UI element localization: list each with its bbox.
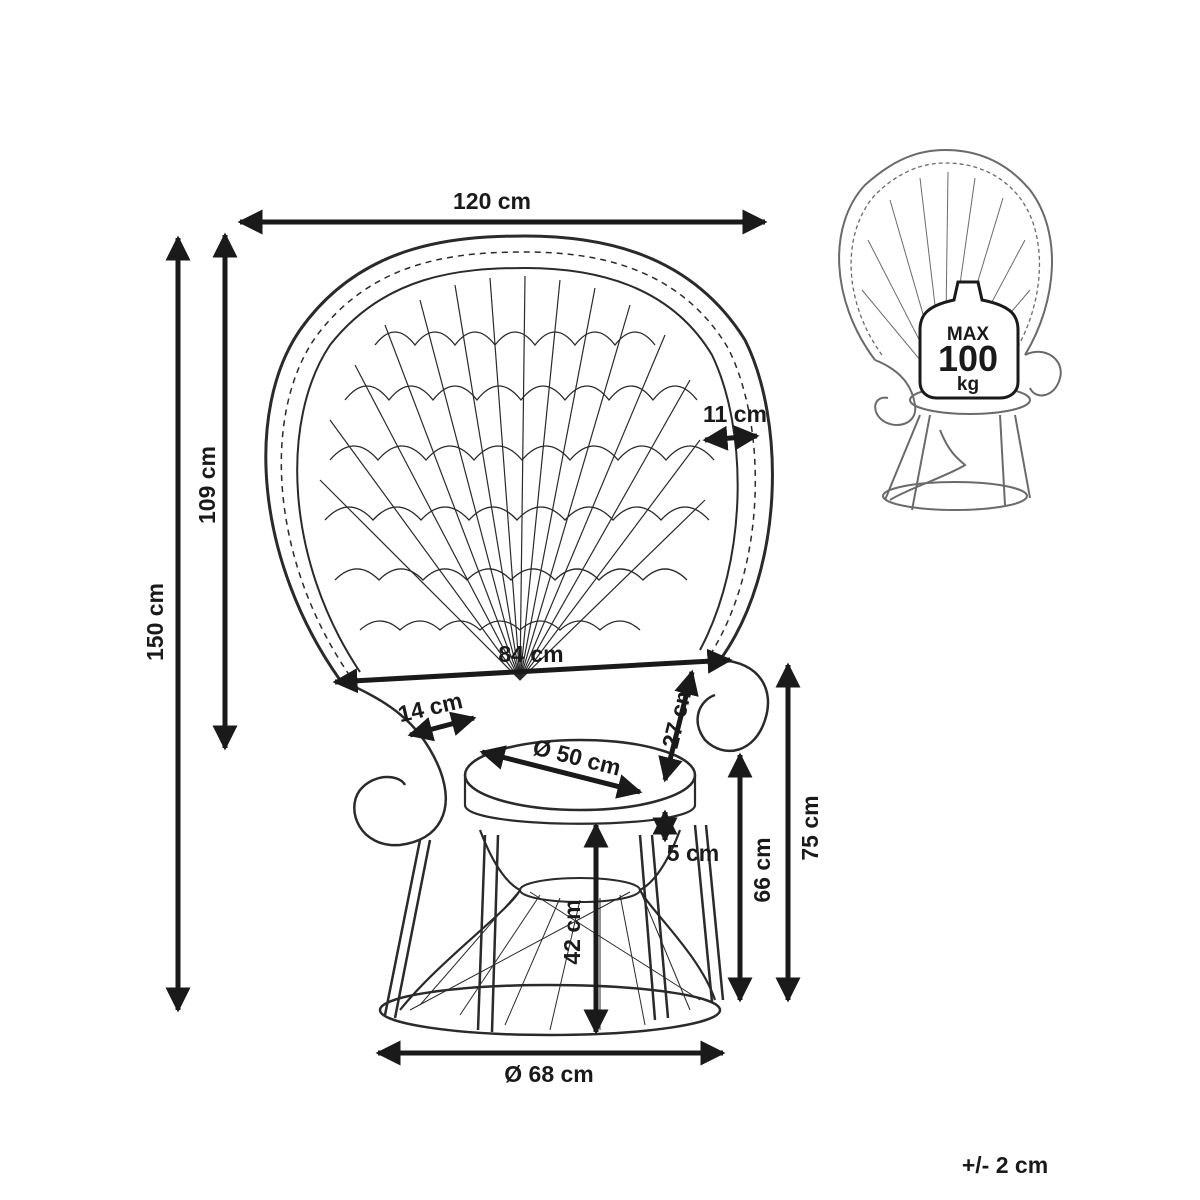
chair-back-outer-rim xyxy=(264,234,774,681)
seat-width-arrow xyxy=(332,648,733,694)
chair-back-scallops xyxy=(324,331,715,631)
chair-back-inner-rim xyxy=(296,266,739,673)
rim-thickness-arrow xyxy=(702,425,760,451)
cushion-thickness-label: 5 cm xyxy=(667,840,719,866)
max-load-badge: MAX 100 kg xyxy=(918,280,1020,400)
overall-width-label: 120 cm xyxy=(453,188,531,214)
seat-height-label: 66 cm xyxy=(749,837,775,902)
seat-width-label: 84 cm xyxy=(498,641,563,667)
thumbnail-left-arm xyxy=(874,359,917,426)
chair-illustration xyxy=(264,234,774,1037)
rim-thickness-label: 11 cm xyxy=(703,401,767,427)
back-height-label: 109 cm xyxy=(194,446,220,524)
overall-height-label: 150 cm xyxy=(142,583,168,661)
chair-back-spokes xyxy=(319,275,706,681)
thumbnail-right-arm xyxy=(1024,350,1062,397)
max-load-line1: MAX xyxy=(947,324,990,345)
dimension-lines xyxy=(165,209,801,1066)
max-load-line3: kg xyxy=(957,374,979,395)
thumbnail-base xyxy=(884,414,1031,511)
thumbnail-back xyxy=(838,148,1053,361)
armrest-height-label: 27 cm xyxy=(657,681,698,751)
chair-right-armrest xyxy=(696,658,770,753)
max-load-line2: 100 xyxy=(938,338,998,379)
dimension-labels: 120 cm 150 cm 109 cm 11 cm 84 cm 14 cm Ø… xyxy=(142,188,1048,1178)
thumbnail-base-ring xyxy=(882,481,1028,511)
chair-base-weave xyxy=(409,889,701,1031)
weight-icon xyxy=(918,280,1020,400)
cushion-diameter-arrow xyxy=(479,745,643,799)
base-diameter-label: Ø 68 cm xyxy=(504,1061,594,1087)
chair-back-braid xyxy=(280,251,757,677)
chair-legs xyxy=(383,824,725,1033)
arm-height-label: 75 cm xyxy=(797,795,823,860)
base-height-label: 42 cm xyxy=(559,899,585,964)
armrest-height-arrow xyxy=(658,669,699,783)
chair-base-ring xyxy=(378,983,722,1037)
tolerance-note: +/- 2 cm xyxy=(962,1152,1048,1178)
armrest-width-arrow xyxy=(407,711,477,742)
chair-seat-cushion-side xyxy=(463,775,697,825)
